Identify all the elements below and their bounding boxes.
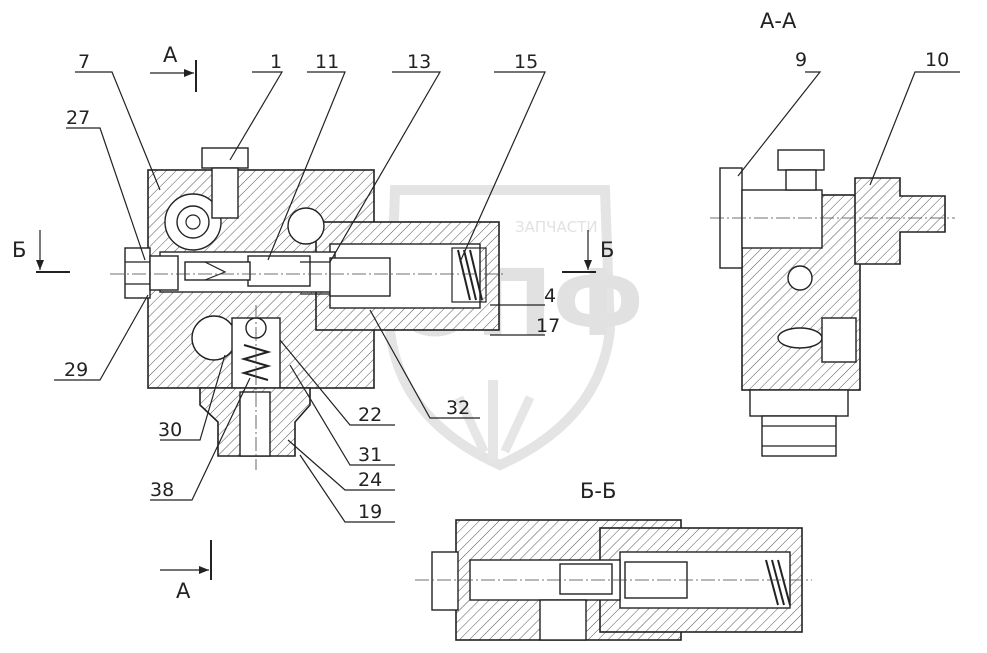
port-circle-right bbox=[287, 207, 325, 245]
callout-1: 1 bbox=[270, 51, 282, 73]
aa-screw-shank bbox=[785, 169, 817, 191]
port-circle-bottom bbox=[191, 315, 237, 361]
callout-4: 4 bbox=[544, 285, 556, 307]
wheat-icon bbox=[454, 380, 535, 460]
cut-line-b bbox=[36, 230, 596, 273]
callout-11: 11 bbox=[315, 51, 339, 73]
piston bbox=[329, 257, 391, 297]
screw-1-head bbox=[201, 147, 249, 169]
aa-screw-head bbox=[777, 149, 825, 171]
section-bb-view: Б-Б bbox=[415, 479, 812, 641]
section-bb-title: Б-Б bbox=[580, 479, 616, 503]
cut-label-a-bottom: А bbox=[176, 579, 191, 603]
callout-7: 7 bbox=[78, 51, 90, 73]
plug-27 bbox=[124, 247, 151, 299]
aa-port-ellipse bbox=[777, 327, 823, 349]
callout-32: 32 bbox=[446, 397, 470, 419]
callout-19: 19 bbox=[358, 501, 382, 523]
section-aa-title: А-А bbox=[760, 9, 797, 33]
callout-29: 29 bbox=[64, 359, 88, 381]
callout-24: 24 bbox=[358, 469, 382, 491]
callout-38: 38 bbox=[150, 479, 174, 501]
bb-spring bbox=[765, 559, 791, 606]
bb-plug bbox=[431, 551, 459, 611]
aa-bottom-nut bbox=[749, 389, 849, 417]
callout-9: 9 bbox=[795, 49, 807, 71]
aa-fitting-10 bbox=[854, 177, 946, 265]
aa-bore bbox=[741, 189, 823, 249]
cut-label-a-top: А bbox=[163, 43, 178, 67]
main-view: А А Б Б bbox=[12, 43, 614, 603]
bb-bottom-fitting bbox=[539, 599, 587, 641]
callout-10: 10 bbox=[925, 49, 949, 71]
bottom-fitting-bore bbox=[239, 391, 271, 457]
aa-port-circle bbox=[787, 265, 813, 291]
callout-22: 22 bbox=[358, 404, 382, 426]
callout-13: 13 bbox=[407, 51, 431, 73]
cut-label-b-right: Б bbox=[600, 238, 614, 262]
callout-15: 15 bbox=[514, 51, 538, 73]
screw-1-shank bbox=[211, 167, 239, 219]
cut-label-b-left: Б bbox=[12, 238, 26, 262]
aa-plug bbox=[821, 317, 857, 363]
cut-line-a bbox=[150, 60, 212, 580]
watermark-line2: ЗАПЧАСТИ bbox=[515, 218, 598, 236]
callout-31: 31 bbox=[358, 444, 382, 466]
callout-30: 30 bbox=[158, 419, 182, 441]
plug-27-shank bbox=[149, 255, 179, 291]
spool-tip bbox=[184, 261, 251, 281]
spool bbox=[247, 255, 311, 287]
section-aa-view: А-А bbox=[710, 9, 960, 457]
aa-bottom-thread bbox=[761, 415, 837, 457]
port-circle-top-inner bbox=[176, 205, 210, 239]
callout-27: 27 bbox=[66, 107, 90, 129]
spring-15 bbox=[451, 247, 487, 303]
bb-piston bbox=[624, 561, 688, 599]
leaders bbox=[54, 71, 546, 523]
callout-17: 17 bbox=[536, 315, 560, 337]
bb-spool bbox=[559, 563, 613, 595]
